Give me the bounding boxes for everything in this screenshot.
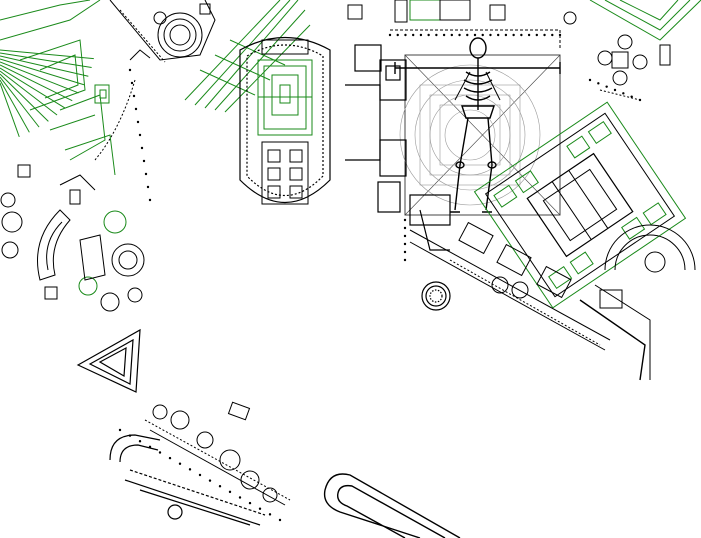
colonnade-dot xyxy=(248,501,252,505)
colonnade-dot xyxy=(138,440,142,443)
colonnade-dot xyxy=(208,479,212,482)
colonnade-dot xyxy=(588,78,592,82)
colonnade-dot xyxy=(543,33,546,37)
colonnade-dot xyxy=(404,33,407,37)
colonnade-dot xyxy=(458,33,461,37)
colonnade-dot xyxy=(178,462,182,465)
colonnade-dot xyxy=(238,496,242,499)
radial-garden xyxy=(0,0,116,176)
colonnade-dot xyxy=(613,88,617,92)
radial-garden-ray xyxy=(0,55,89,77)
colonnade-dot xyxy=(168,456,172,460)
colonnade-dot xyxy=(419,33,423,37)
colonnade-dot xyxy=(605,85,608,88)
oval-arena xyxy=(239,36,331,203)
diagonal-garden-top-right xyxy=(589,0,701,41)
colonnade-dot xyxy=(473,33,477,37)
colonnade-dot xyxy=(435,33,438,37)
colonnade-dot xyxy=(146,185,150,189)
colonnade-dot xyxy=(140,146,144,150)
colonnade-dot xyxy=(128,68,132,72)
long-stadium-right xyxy=(323,473,461,538)
hemicycle-complex xyxy=(579,224,696,381)
block-cluster-top xyxy=(347,0,577,50)
colonnade-dot xyxy=(132,94,136,98)
colonnade-dot xyxy=(218,485,222,488)
colonnade-dot xyxy=(403,218,407,222)
colonnade-dot xyxy=(388,33,392,37)
colonnade-dot xyxy=(622,92,625,95)
colonnade-dot xyxy=(496,33,500,37)
colonnade-dot xyxy=(466,33,469,37)
colonnade-dot xyxy=(188,468,192,471)
colonnade-dot xyxy=(158,451,162,454)
colonnade-dot xyxy=(118,428,122,432)
colonnade-dot xyxy=(630,95,633,98)
amphitheater-complex xyxy=(0,164,145,312)
colonnade-dot xyxy=(427,33,430,37)
radial-garden-ray xyxy=(0,79,30,133)
colonnade-dot xyxy=(558,33,562,37)
dotted-colonnade-marks xyxy=(118,33,642,522)
colonnade-dot xyxy=(268,513,272,516)
colonnade-dot xyxy=(638,98,642,102)
radial-garden-ray xyxy=(0,64,73,102)
colonnade-dot xyxy=(535,33,539,37)
radial-garden-ray xyxy=(0,76,40,128)
colonnade-dot xyxy=(396,33,399,37)
colonnade-dot xyxy=(148,445,152,449)
colonnade-dot xyxy=(138,133,142,137)
colonnade-dot xyxy=(142,159,146,163)
colonnade-dot xyxy=(520,33,523,37)
colonnade-dot xyxy=(403,234,407,238)
colonnade-dot xyxy=(198,473,202,477)
bath-complex-lower xyxy=(144,401,291,506)
cross-pavilion xyxy=(597,34,671,101)
colonnade-dot xyxy=(403,250,407,254)
colonnade-dot xyxy=(512,33,515,37)
colonnade-dot xyxy=(489,33,492,37)
colonnade-dot xyxy=(481,33,484,37)
rotated-building-complex xyxy=(473,101,687,309)
radial-garden-outline xyxy=(59,49,151,191)
colonnade-dot xyxy=(148,198,152,202)
colonnade-dot xyxy=(403,226,407,230)
oval-arena-garden xyxy=(257,59,313,136)
colonnade-dot xyxy=(134,107,138,111)
radial-garden-ray xyxy=(0,61,79,94)
colonnade-dot xyxy=(258,507,262,510)
long-stadium-left xyxy=(109,434,266,526)
colonnade-dot xyxy=(442,33,446,37)
radial-garden-ray xyxy=(0,49,94,60)
colonnade-dot xyxy=(403,242,407,246)
radial-garden-ray xyxy=(0,82,20,138)
circular-temple xyxy=(421,281,451,311)
radial-garden-ray xyxy=(0,70,58,116)
block-cluster-left xyxy=(345,44,451,251)
colonnade-dot xyxy=(597,82,600,85)
colonnade-dot xyxy=(411,33,415,37)
triangular-fort xyxy=(76,328,141,393)
colonnade-dot xyxy=(278,518,282,522)
colonnade-dot xyxy=(130,81,134,85)
colonnade-dot xyxy=(136,120,140,124)
colonnade-dot xyxy=(128,434,132,437)
colonnade-dot xyxy=(228,490,232,494)
radial-garden-ray xyxy=(0,73,49,122)
colonnade-dot xyxy=(450,33,454,37)
vitruvian-skeleton-square xyxy=(394,37,561,216)
colonnade-dot xyxy=(551,33,554,37)
diagonal-street-strip xyxy=(409,221,611,351)
radial-garden-ray xyxy=(0,58,85,86)
colonnade-dot xyxy=(527,33,531,37)
oval-arena-buildings xyxy=(261,39,309,205)
domed-complex-top xyxy=(109,0,216,63)
colonnade-dot xyxy=(144,172,148,176)
colonnade-dot xyxy=(403,258,407,262)
colonnade-dot xyxy=(504,33,508,37)
